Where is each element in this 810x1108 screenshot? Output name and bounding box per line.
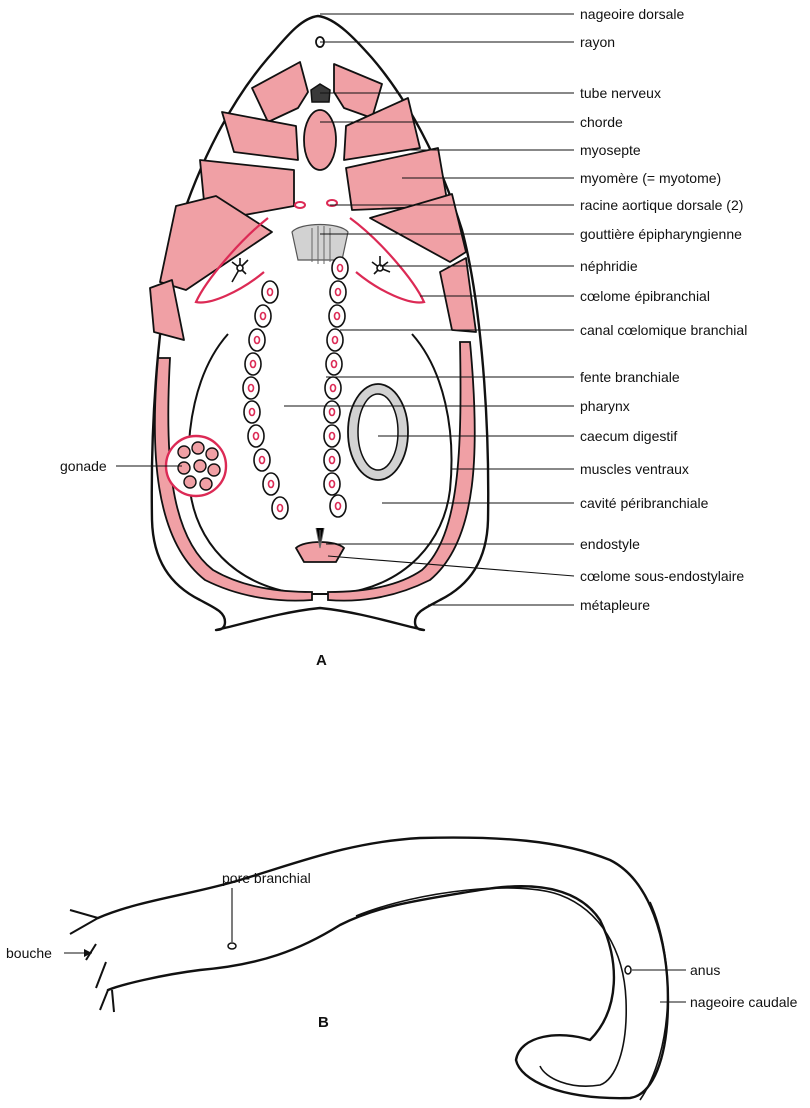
gill-bars-right	[324, 257, 348, 517]
animal-body	[98, 838, 668, 1099]
gill-bar	[332, 257, 348, 279]
label-chorde: chorde	[580, 114, 623, 130]
gonad-cell	[178, 446, 190, 458]
label-canal-coelomique: canal cœlomique branchial	[580, 322, 747, 338]
gill-bar	[254, 449, 270, 471]
label-tube-nerveux: tube nerveux	[580, 85, 661, 101]
gonad-cell	[206, 448, 218, 460]
nephridium-right	[372, 256, 390, 274]
gill-bar	[324, 473, 340, 495]
anus	[625, 966, 631, 974]
label-nephridie: néphridie	[580, 258, 638, 274]
gill-bar	[324, 401, 340, 423]
figure-letter-b: B	[318, 1014, 329, 1031]
gonad-cell	[184, 476, 196, 488]
figure-a-cross-section	[150, 16, 488, 630]
label-rayon: rayon	[580, 34, 615, 50]
label-metapleure: métapleure	[580, 597, 650, 613]
gut-line	[356, 888, 626, 1086]
gill-bar	[326, 353, 342, 375]
caudal-fin	[640, 902, 668, 1100]
digestive-caecum-lumen	[358, 394, 398, 470]
gonad-cell	[200, 478, 212, 490]
aortic-root-left	[295, 202, 305, 208]
label-myosepte: myosepte	[580, 142, 641, 158]
gill-bar	[245, 353, 261, 375]
myomere-block	[334, 64, 382, 118]
label-myomere: myomère (= myotome)	[580, 170, 721, 186]
gill-bar	[243, 377, 259, 399]
label-gouttiere: gouttière épipharyngienne	[580, 226, 742, 242]
nephridium-left	[232, 258, 248, 282]
gill-bar	[255, 305, 271, 327]
label-coelome-epibranchial: cœlome épibranchial	[580, 288, 710, 304]
figure-letter-a: A	[316, 652, 327, 669]
gonad-cell	[194, 460, 206, 472]
label-nageoire-caudale: nageoire caudale	[690, 994, 798, 1010]
label-gonade: gonade	[60, 458, 107, 474]
gill-bar	[324, 425, 340, 447]
myomere-block	[222, 112, 298, 160]
label-fente-branchiale: fente branchiale	[580, 369, 680, 385]
gill-bar	[329, 305, 345, 327]
leader-lines-b	[64, 888, 686, 1002]
gill-bar	[244, 401, 260, 423]
gill-bar	[248, 425, 264, 447]
gill-bar	[272, 497, 288, 519]
labels-b: pore branchial bouche anus nageoire caud…	[6, 870, 798, 1031]
gill-bar	[262, 281, 278, 303]
label-anus: anus	[690, 962, 720, 978]
label-racine-aortique: racine aortique dorsale (2)	[580, 197, 743, 213]
branchial-pore	[228, 943, 236, 949]
gill-bar	[324, 449, 340, 471]
label-endostyle: endostyle	[580, 536, 640, 552]
gill-bar	[330, 495, 346, 517]
label-pharynx: pharynx	[580, 398, 630, 414]
label-coelome-sous-endostylaire: cœlome sous-endostylaire	[580, 568, 744, 584]
figure-b-whole-animal	[70, 838, 668, 1100]
gill-bar	[327, 329, 343, 351]
myomere-block	[252, 62, 308, 122]
epipharyngeal-groove	[292, 225, 348, 261]
gonad-cell	[192, 442, 204, 454]
gonad-cell	[178, 462, 190, 474]
label-pore-branchial: pore branchial	[222, 870, 311, 886]
label-muscles-ventraux: muscles ventraux	[580, 461, 689, 477]
label-caecum: caecum digestif	[580, 428, 677, 444]
oral-cirri	[70, 910, 114, 1012]
gill-bar	[263, 473, 279, 495]
myomere-block	[150, 280, 184, 340]
label-nageoire-dorsale: nageoire dorsale	[580, 6, 685, 22]
notochord	[304, 110, 336, 170]
gill-bars-left	[243, 281, 288, 519]
label-cavite-peribranchiale: cavité péribranchiale	[580, 495, 709, 511]
gonad-cell	[208, 464, 220, 476]
label-bouche: bouche	[6, 945, 52, 961]
gill-bar	[330, 281, 346, 303]
gill-bar	[325, 377, 341, 399]
gill-bar	[249, 329, 265, 351]
